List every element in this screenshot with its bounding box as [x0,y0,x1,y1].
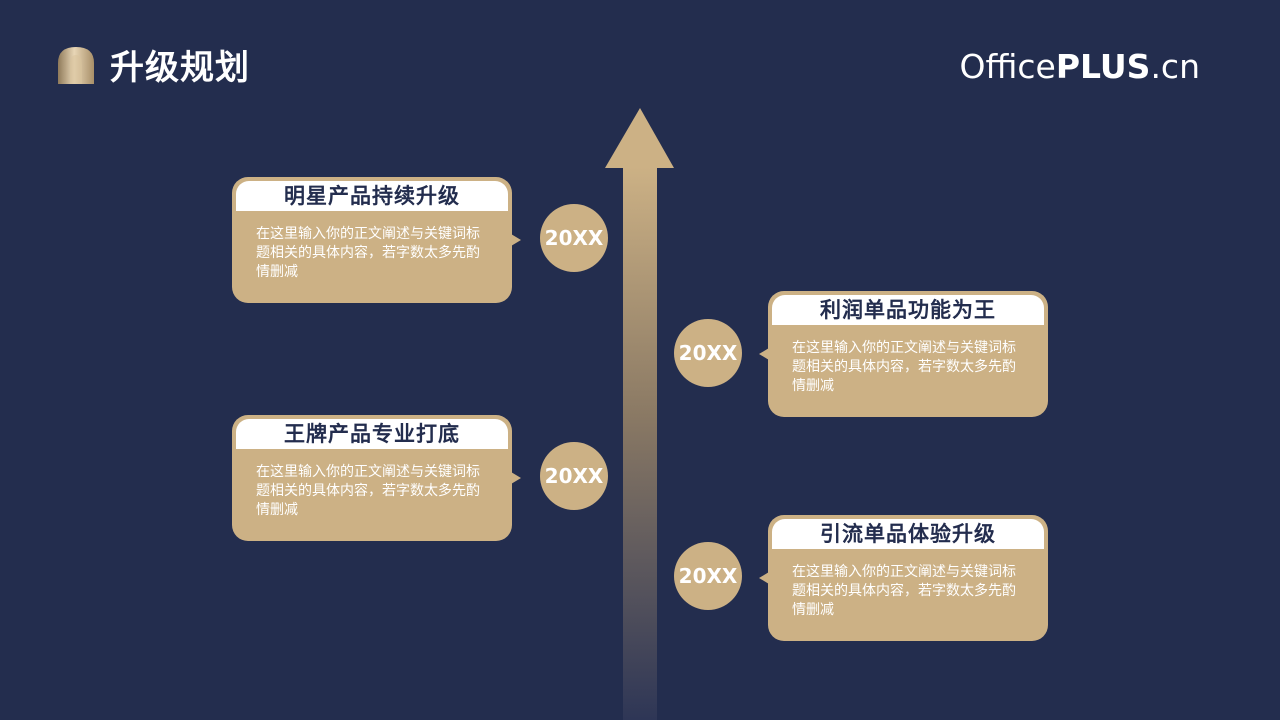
milestone-body: 在这里输入你的正文阐述与关键词标题相关的具体内容，若字数太多先酌情删减 [792,564,1016,618]
brand-logo: OfficePLUS.cn [960,42,1201,92]
milestone-body: 在这里输入你的正文阐述与关键词标题相关的具体内容，若字数太多先酌情删减 [256,226,480,280]
milestone-title: 引流单品体验升级 [772,519,1044,549]
year-badge-2: 20XX [674,319,742,387]
milestone-card-2: 利润单品功能为王 在这里输入你的正文阐述与关键词标题相关的具体内容，若字数太多先… [759,291,1048,417]
milestone-title: 王牌产品专业打底 [236,419,508,449]
milestone-body: 在这里输入你的正文阐述与关键词标题相关的具体内容，若字数太多先酌情删减 [792,340,1016,394]
card-pointer [511,234,521,246]
milestone-card-1: 明星产品持续升级 在这里输入你的正文阐述与关键词标题相关的具体内容，若字数太多先… [232,177,521,303]
year-badge-4: 20XX [674,542,742,610]
brand-logo-cn: .cn [1150,47,1200,86]
card-pointer [759,572,769,584]
brand-logo-plus: PLUS [1055,47,1151,86]
milestone-card-3: 王牌产品专业打底 在这里输入你的正文阐述与关键词标题相关的具体内容，若字数太多先… [232,415,521,541]
brand-logo-office: Office [959,47,1056,86]
year-badge-1: 20XX [540,204,608,272]
milestone-title: 明星产品持续升级 [236,181,508,211]
year-badge-3: 20XX [540,442,608,510]
milestone-body: 在这里输入你的正文阐述与关键词标题相关的具体内容，若字数太多先酌情删减 [256,464,480,518]
card-pointer [511,472,521,484]
up-arrow-icon [605,108,674,720]
milestone-card-4: 引流单品体验升级 在这里输入你的正文阐述与关键词标题相关的具体内容，若字数太多先… [759,515,1048,641]
page-title: 升级规划 [110,48,250,88]
arch-icon [58,47,94,84]
card-pointer [759,348,769,360]
milestone-title: 利润单品功能为王 [772,295,1044,325]
